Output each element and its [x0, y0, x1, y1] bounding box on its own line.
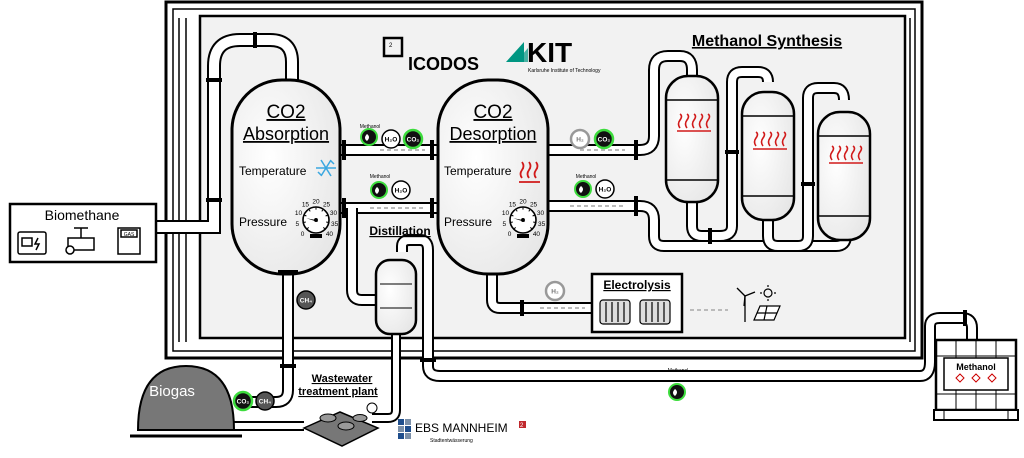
desorption-pressure-label: Pressure: [444, 215, 492, 229]
svg-text:CO₂: CO₂: [598, 137, 611, 144]
generator-icon: [18, 232, 46, 254]
methanol-tank: Methanol: [934, 340, 1018, 420]
methanol-flow-label-right: Methanol: [576, 174, 597, 180]
svg-text:CO₂: CO₂: [237, 399, 250, 406]
methanol-icon-top: [361, 129, 377, 145]
absorption-pressure-label: Pressure: [239, 215, 287, 229]
methanol-tank-label: Methanol: [956, 362, 996, 372]
gauge-tick-label: 30: [330, 210, 338, 217]
gauge-tick: [512, 215, 514, 216]
wastewater-title-2: treatment plant: [298, 386, 378, 398]
svg-text:CH₄: CH₄: [300, 298, 313, 305]
electrolysis-box: Electrolysis: [592, 274, 682, 332]
co2-badge-right: CO₂: [595, 130, 613, 148]
gauge-tick: [305, 215, 307, 216]
wastewater-plant: Wastewater treatment plant: [298, 373, 378, 446]
gauge-tick-label: 10: [295, 210, 303, 217]
co2-badge-biogas: CO₂: [234, 392, 252, 410]
gauge-tick-label: 15: [509, 202, 517, 209]
svg-text:H₂O: H₂O: [395, 188, 408, 195]
gauge-tick: [326, 215, 328, 216]
svg-text:CH₄: CH₄: [259, 399, 272, 406]
h2o-badge-top: H₂O: [382, 130, 400, 148]
electrolysis-title: Electrolysis: [603, 278, 671, 292]
h2-badge-top: H₂: [571, 130, 589, 148]
svg-text:H₂O: H₂O: [599, 187, 612, 194]
svg-text:GAS: GAS: [124, 232, 135, 238]
gauge-tick: [533, 215, 535, 216]
kit-subtitle: Karlsruhe Institute of Technology: [528, 68, 601, 74]
h2-badge-electrolysis: H₂: [546, 282, 564, 300]
kit-text: KIT: [527, 37, 572, 68]
desorption-temperature-label: Temperature: [444, 164, 512, 178]
reactor-3: [818, 112, 870, 240]
svg-text:H₂O: H₂O: [385, 137, 398, 144]
gauge-tick-label: 10: [502, 210, 510, 217]
gauge-tick-label: 35: [538, 221, 546, 228]
gauge-tick-label: 5: [296, 221, 300, 228]
h2o-badge-mid: H₂O: [392, 181, 410, 199]
ebs-mannheim-logo: EBS MANNHEIM 2 Stadtentwässerung: [398, 419, 526, 444]
svg-text:H₂: H₂: [576, 137, 584, 144]
reactor-2: [742, 92, 794, 220]
methanol-flow-label-bottom: Methanol: [668, 368, 689, 374]
biogas-dome: Biogas: [130, 366, 242, 436]
methanol-flow-label-mid: Methanol: [370, 174, 391, 180]
methanol-flow-label-top: Methanol: [360, 124, 381, 130]
methanol-icon-right: [575, 181, 591, 197]
distillation-title: Distillation: [369, 224, 430, 238]
gauge-tick-label: 25: [323, 202, 331, 209]
desorption-title-1: CO2: [473, 102, 512, 123]
gauge-tick-label: 20: [519, 199, 527, 206]
gauge-tick-label: 40: [533, 231, 541, 238]
methanol-icon-bottom: [669, 384, 685, 400]
gas-pump-icon: GAS: [118, 228, 140, 254]
absorption-temperature-label: Temperature: [239, 164, 307, 178]
desorption-title-2: Desorption: [449, 124, 536, 144]
ebs-subtitle: Stadtentwässerung: [430, 438, 473, 444]
gauge-tick-label: 0: [301, 231, 305, 238]
biomethane-box: Biomethane GAS: [10, 204, 156, 262]
wastewater-title-1: Wastewater: [312, 373, 373, 385]
gauge-tick-label: 25: [530, 202, 538, 209]
ebs-mannheim-text: EBS MANNHEIM: [415, 421, 508, 435]
icodos-text: ICODOS: [408, 54, 479, 74]
ch4-badge-biogas: CH₄: [256, 392, 274, 410]
methanol-icon-mid: [371, 182, 387, 198]
methanol-synthesis-title: Methanol Synthesis: [692, 33, 842, 50]
ch4-badge: CH₄: [297, 291, 315, 309]
h2o-badge-right: H₂O: [596, 180, 614, 198]
co2-desorption-vessel: CO2 Desorption Temperature Pressure: [438, 80, 548, 274]
co2-badge-top: CO₂: [404, 130, 422, 148]
svg-text:CO₂: CO₂: [407, 137, 420, 144]
absorption-title-2: Absorption: [243, 124, 329, 144]
gauge-tick-label: 35: [331, 221, 339, 228]
absorption-title-1: CO2: [266, 102, 305, 123]
gauge-tick-label: 40: [326, 231, 334, 238]
gauge-tick-label: 0: [508, 231, 512, 238]
gauge-tick-label: 5: [503, 221, 507, 228]
biomethane-label: Biomethane: [45, 207, 120, 223]
gauge-tick-label: 30: [537, 210, 545, 217]
svg-text:H₂: H₂: [551, 289, 559, 296]
co2-absorption-vessel: CO2 Absorption Temperature Pressure: [232, 80, 340, 274]
gauge-tick-label: 15: [302, 202, 310, 209]
biogas-label: Biogas: [149, 383, 195, 400]
gauge-tick-label: 20: [312, 199, 320, 206]
reactor-1: [666, 76, 718, 202]
